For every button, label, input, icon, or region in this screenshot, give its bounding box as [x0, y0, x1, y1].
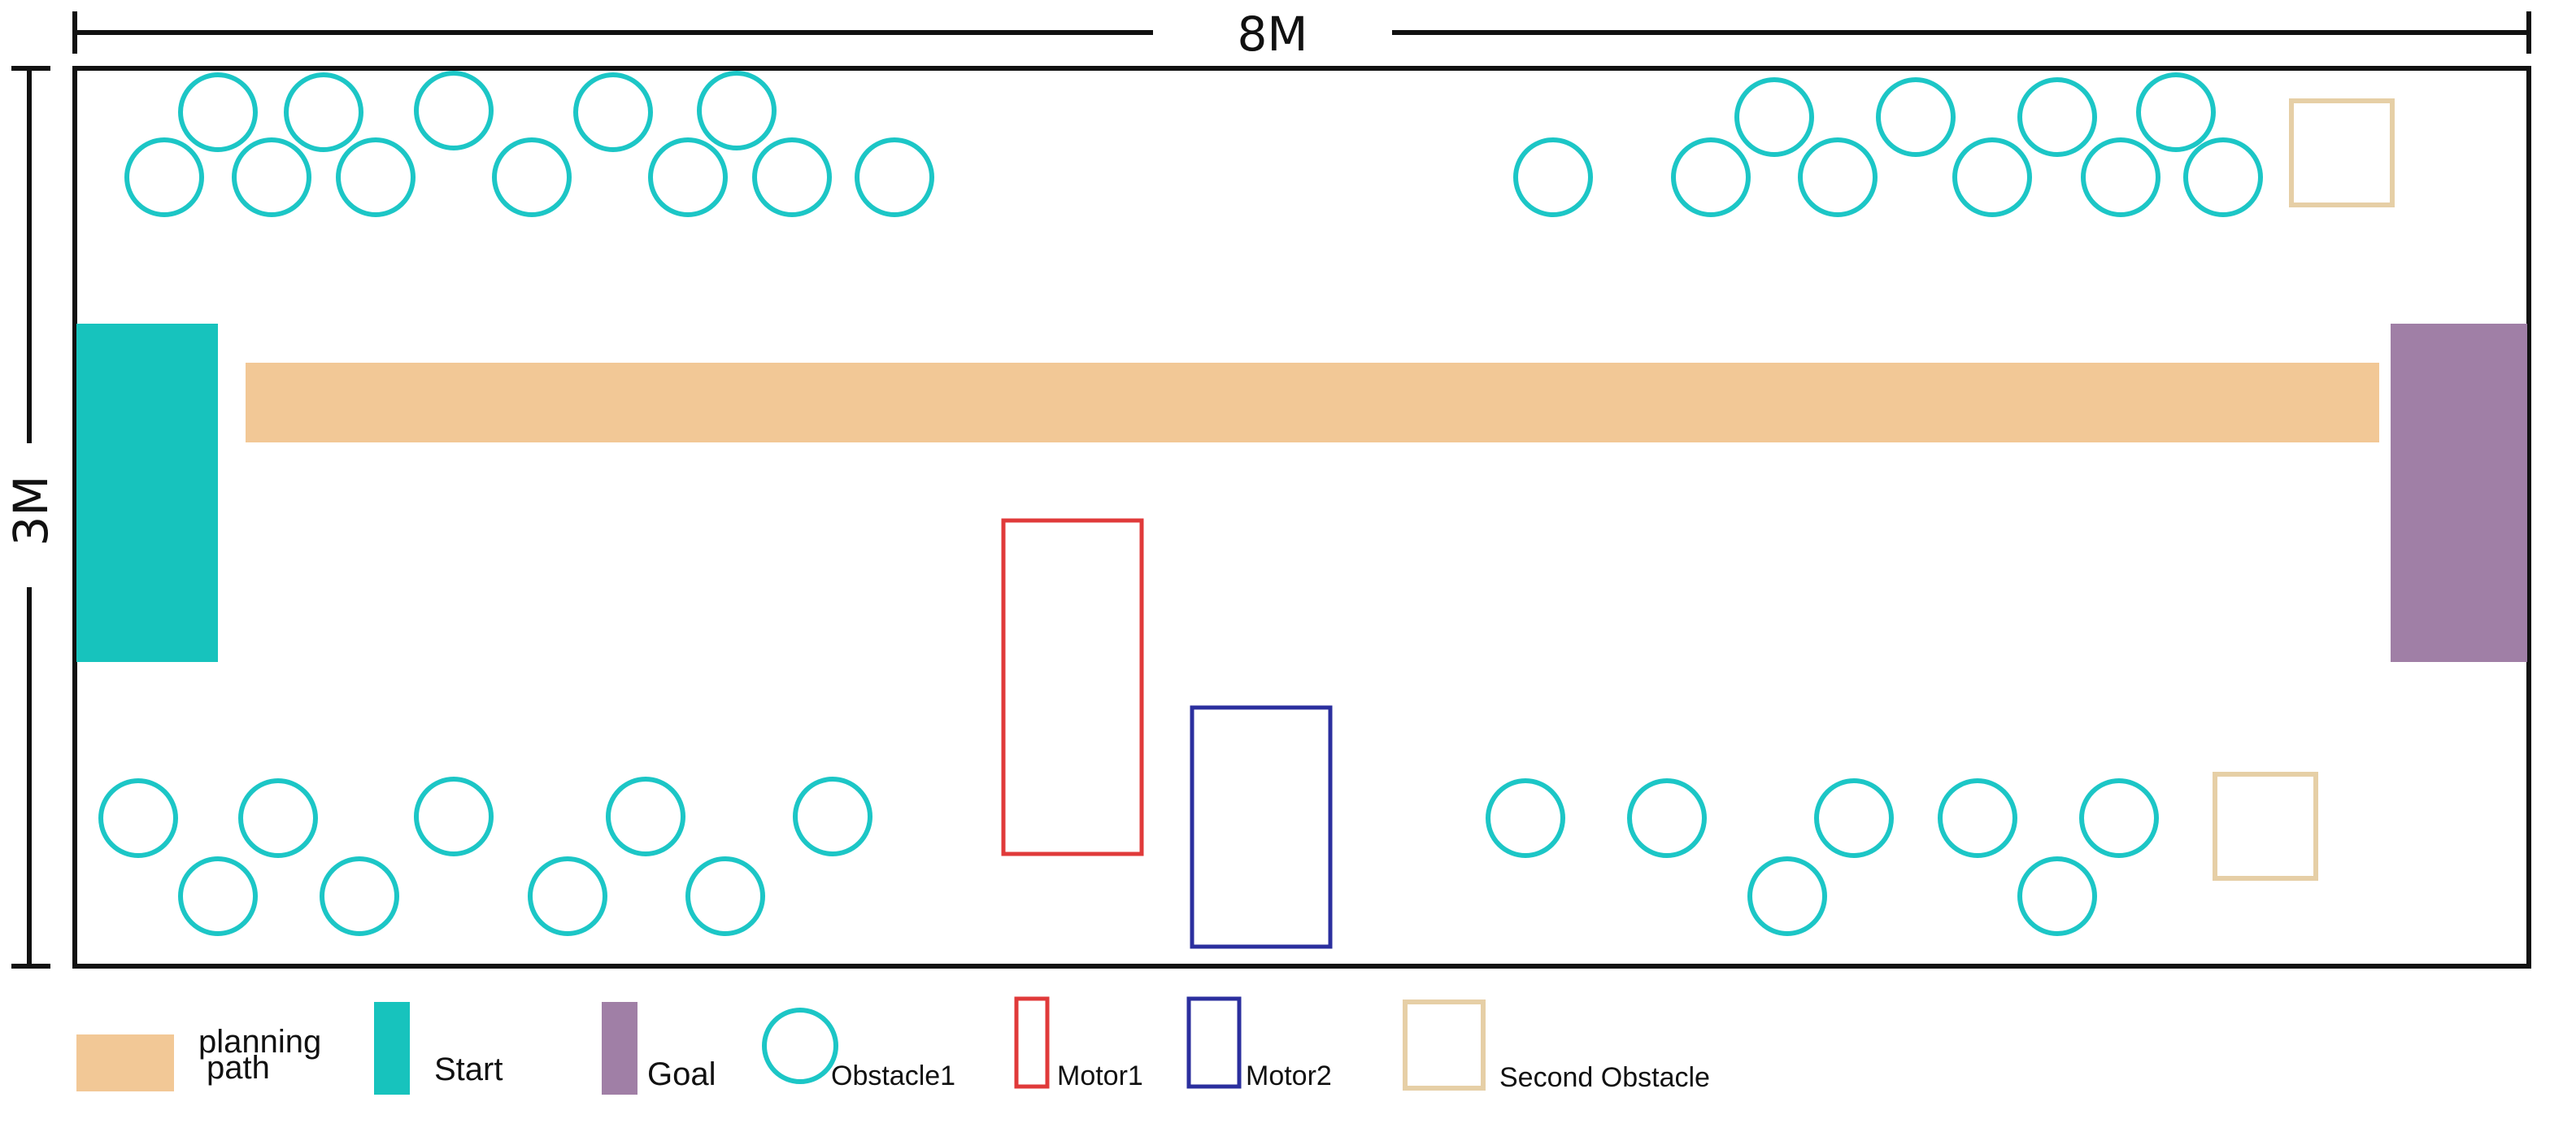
legend-planning-path-label-line1: planning: [198, 1024, 321, 1060]
obstacle1-circle: [1671, 137, 1751, 217]
obstacle1-circle: [1513, 137, 1593, 217]
second-obstacle: [2213, 772, 2318, 881]
legend-obstacle1-icon: [762, 1008, 838, 1084]
start-zone: [76, 324, 218, 662]
obstacle1-circle: [2081, 137, 2160, 217]
obstacle1-circle: [855, 137, 934, 217]
obstacle1-circle: [2079, 778, 2159, 858]
obstacle1-circle: [528, 856, 607, 936]
height-dimension: 3M: [3, 66, 59, 969]
obstacle1-circle: [2136, 72, 2216, 152]
obstacle1-circle: [232, 137, 311, 217]
legend-planning-path-label-line2: path: [207, 1050, 270, 1086]
obstacle1-circle: [1627, 778, 1707, 858]
motor1: [1001, 518, 1144, 856]
legend-motor2-icon: [1186, 996, 1242, 1089]
obstacle1-circle: [606, 777, 685, 856]
obstacle1-circle: [1876, 77, 1956, 157]
obstacle1-circle: [685, 856, 765, 936]
motor2: [1190, 705, 1333, 949]
legend-motor2-label: Motor2: [1246, 1060, 1332, 1091]
legend-motor1-label: Motor1: [1057, 1060, 1143, 1091]
legend-second-obstacle-label: Second Obstacle: [1499, 1062, 1710, 1093]
obstacle1-circle: [1952, 137, 2032, 217]
obstacle1-circle: [336, 137, 416, 217]
obstacle1-circle: [320, 856, 399, 936]
obstacle1-circle: [124, 137, 204, 217]
legend-obstacle1-label: Obstacle1: [831, 1060, 955, 1091]
height-label: 3M: [3, 476, 59, 547]
obstacle1-circle: [2183, 137, 2263, 217]
legend-motor1-icon: [1014, 996, 1050, 1089]
obstacle1-circle: [414, 71, 494, 150]
obstacle1-circle: [1938, 778, 2017, 858]
obstacle1-circle: [98, 778, 178, 858]
field-boundary: [72, 66, 2531, 969]
obstacle1-circle: [573, 72, 653, 152]
width-dimension: 8M: [72, 7, 2531, 62]
legend-goal-swatch: [602, 1002, 637, 1095]
width-label: 8M: [1238, 7, 1308, 62]
legend-goal-label: Goal: [647, 1056, 716, 1092]
legend-start-swatch: [374, 1002, 410, 1095]
obstacle1-circle: [284, 72, 363, 152]
legend: planning path Start Goal Obstacle1 Motor…: [76, 996, 1710, 1095]
goal-zone: [2391, 324, 2527, 662]
legend-second-obstacle-icon: [1403, 1000, 1486, 1091]
obstacle1-circle: [178, 856, 258, 936]
obstacle1-circle: [414, 777, 494, 856]
obstacle1-group: [98, 71, 2263, 936]
obstacle1-circle: [2017, 856, 2097, 936]
obstacle1-circle: [793, 777, 872, 856]
obstacle1-circle: [238, 778, 318, 858]
legend-planning-path-swatch: [76, 1034, 174, 1091]
planning-path: [246, 363, 2379, 442]
obstacle1-circle: [178, 72, 258, 152]
obstacle1-circle: [492, 137, 572, 217]
obstacle1-circle: [1814, 778, 1894, 858]
legend-start-label: Start: [434, 1052, 503, 1087]
obstacle1-circle: [648, 137, 728, 217]
obstacle1-circle: [752, 137, 832, 217]
obstacle1-circle: [1798, 137, 1878, 217]
second-obstacle: [2289, 98, 2395, 207]
obstacle1-circle: [697, 71, 777, 150]
obstacle1-circle: [2017, 77, 2097, 157]
obstacle1-circle: [1747, 856, 1827, 936]
obstacle1-circle: [1486, 778, 1565, 858]
obstacle1-circle: [1734, 77, 1814, 157]
